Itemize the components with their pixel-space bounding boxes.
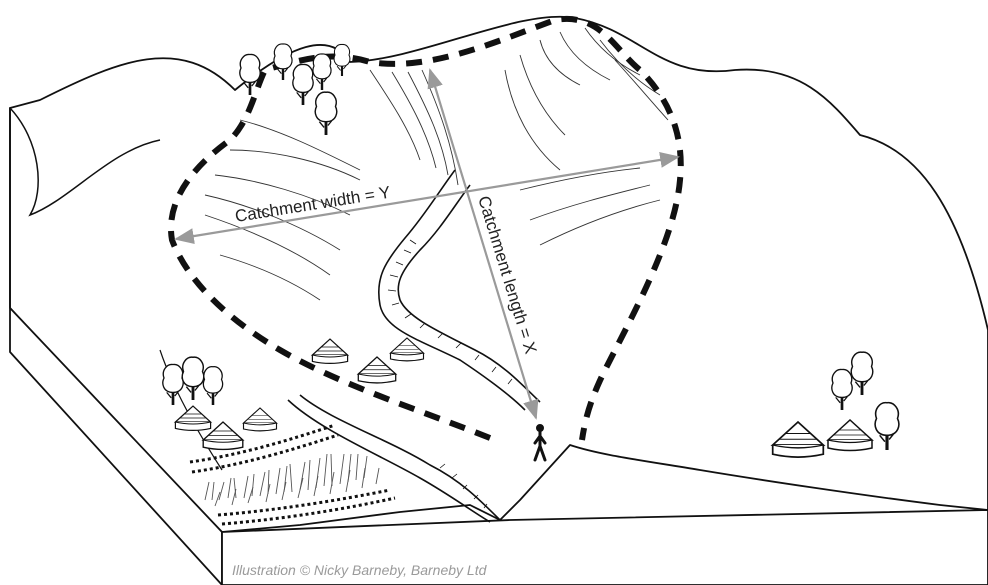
- terrain-block: [10, 17, 988, 585]
- illustration-credit: Illustration © Nicky Barneby, Barneby Lt…: [232, 562, 486, 578]
